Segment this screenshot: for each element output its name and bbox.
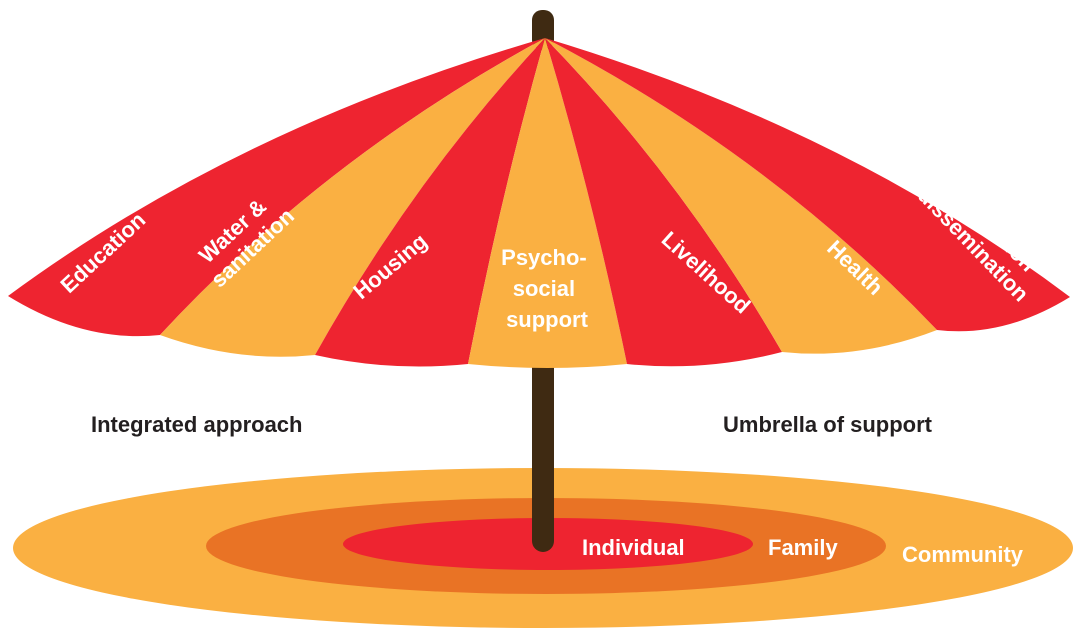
canopy-segment-education <box>8 38 545 337</box>
canopy-segment-livelihood <box>545 38 782 367</box>
canopy-segment-psychosocial <box>468 38 627 368</box>
segment-label-psychosocial: Psycho- social support <box>501 245 593 332</box>
family-label: Family <box>768 535 838 560</box>
canopy-segment-water-sanitation <box>160 38 545 357</box>
community-label: Community <box>902 542 1024 567</box>
umbrella-canopy <box>8 38 1070 368</box>
integrated-approach-label: Integrated approach <box>91 412 302 437</box>
canopy-segment-housing <box>315 38 545 367</box>
umbrella-of-support-label: Umbrella of support <box>723 412 933 437</box>
umbrella-pole <box>532 340 554 552</box>
canopy-segment-information <box>545 38 1070 332</box>
individual-label: Individual <box>582 535 685 560</box>
canopy-segment-health <box>545 38 937 354</box>
